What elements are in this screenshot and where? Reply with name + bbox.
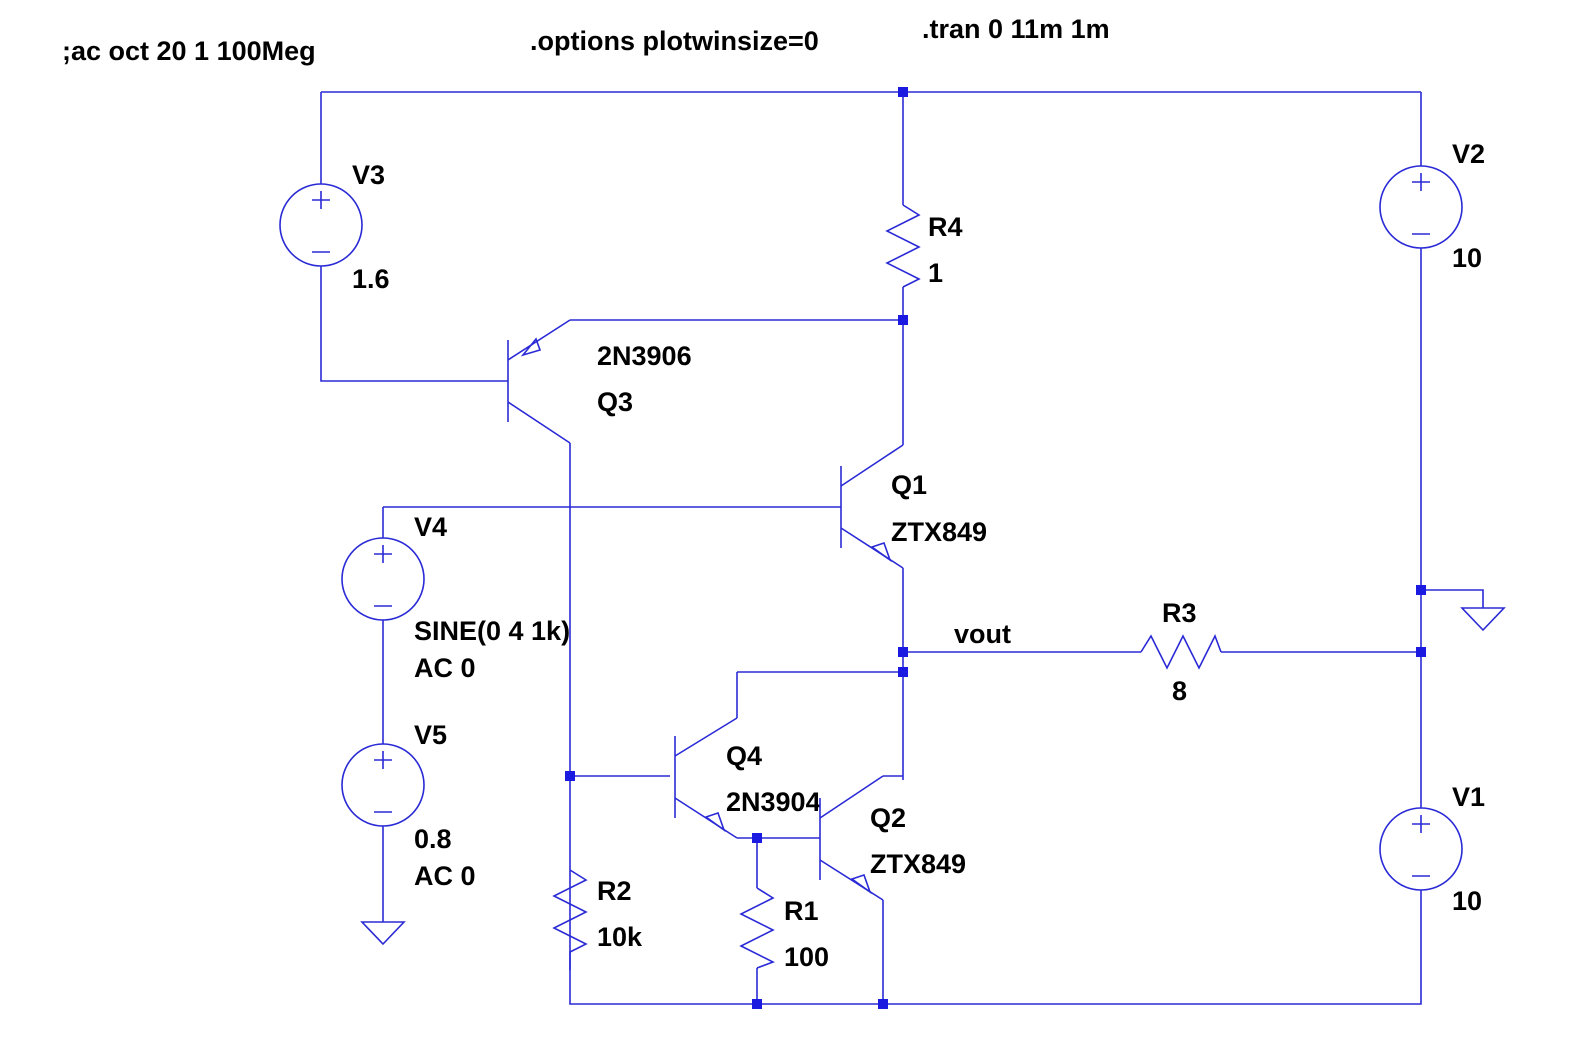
v4-value[interactable]: SINE(0 4 1k) (414, 616, 570, 646)
r1-name: R1 (784, 896, 819, 926)
resistor-r1[interactable]: R1 100 (739, 887, 829, 972)
v1-name: V1 (1452, 782, 1485, 812)
r3-value[interactable]: 8 (1172, 676, 1187, 706)
wire-gnd-right[interactable] (1421, 589, 1484, 608)
node-gnd-right[interactable] (1416, 585, 1426, 595)
q3-name: Q3 (597, 387, 633, 417)
v5-value[interactable]: 0.8 (414, 824, 452, 854)
junction-nodes (565, 87, 1426, 1009)
node-r1-bottom[interactable] (752, 999, 762, 1009)
q4-arrow-icon (704, 811, 726, 833)
transistor-q3[interactable]: 2N3906 Q3 (507, 319, 692, 444)
v4-ac[interactable]: AC 0 (414, 653, 476, 683)
r4-name: R4 (928, 212, 963, 242)
q1-model[interactable]: ZTX849 (891, 517, 987, 547)
voltage-source-v3[interactable]: V3 1.6 (279, 160, 390, 294)
v3-polarity-icon (312, 191, 330, 253)
node-q3-emitter[interactable] (898, 315, 908, 325)
v2-value[interactable]: 10 (1452, 243, 1482, 273)
q3-model[interactable]: 2N3906 (597, 341, 692, 371)
node-vout[interactable] (898, 647, 908, 657)
resistor-r4[interactable]: R4 1 (885, 204, 963, 288)
v2-polarity-icon (1412, 173, 1430, 235)
v3-value[interactable]: 1.6 (352, 264, 390, 294)
options-directive[interactable]: .options plotwinsize=0 (530, 26, 819, 56)
resistor-r2[interactable]: R2 10k (552, 869, 643, 970)
v4-name: V4 (414, 512, 447, 542)
node-q4-emitter[interactable] (752, 833, 762, 843)
wire-bottom-rail[interactable] (569, 890, 1422, 1005)
r1-value[interactable]: 100 (784, 942, 829, 972)
ac-directive[interactable]: ;ac oct 20 1 100Meg (62, 36, 316, 66)
q1-name: Q1 (891, 470, 927, 500)
r2-value[interactable]: 10k (597, 922, 643, 952)
v5-polarity-icon (374, 751, 392, 813)
transistor-q1[interactable]: Q1 ZTX849 (840, 444, 987, 569)
v2-name: V2 (1452, 139, 1485, 169)
tran-directive[interactable]: .tran 0 11m 1m (922, 14, 1110, 44)
voltage-source-v5[interactable]: V5 0.8 AC 0 (341, 720, 476, 891)
v3-name: V3 (352, 160, 385, 190)
voltage-source-v4[interactable]: V4 SINE(0 4 1k) AC 0 (341, 512, 570, 683)
net-label-vout[interactable]: vout (954, 619, 1011, 649)
ground-icon-right (1460, 607, 1506, 632)
q2-name: Q2 (870, 803, 906, 833)
v5-ac[interactable]: AC 0 (414, 861, 476, 891)
r4-value[interactable]: 1 (928, 258, 943, 288)
v1-polarity-icon (1412, 815, 1430, 877)
node-q2-emitter[interactable] (878, 999, 888, 1009)
q2-arrow-icon (850, 873, 872, 895)
q3-arrow-icon (520, 337, 542, 357)
node-top[interactable] (898, 87, 908, 97)
node-q4-base[interactable] (565, 771, 575, 781)
v1-value[interactable]: 10 (1452, 886, 1482, 916)
node-q4-collector[interactable] (898, 667, 908, 677)
transistor-q2[interactable]: Q2 ZTX849 (819, 775, 966, 901)
wire-v3-bottom[interactable] (320, 266, 508, 382)
resistor-r3[interactable]: R3 8 (1140, 598, 1222, 706)
transistor-q4[interactable]: Q4 2N3904 (674, 717, 821, 839)
v5-name: V5 (414, 720, 447, 750)
q4-model[interactable]: 2N3904 (726, 787, 821, 817)
v4-polarity-icon (374, 545, 392, 607)
q2-model[interactable]: ZTX849 (870, 849, 966, 879)
q1-arrow-icon (870, 541, 892, 563)
r3-name: R3 (1162, 598, 1197, 628)
r2-name: R2 (597, 876, 632, 906)
node-vout-right[interactable] (1416, 647, 1426, 657)
voltage-source-v1[interactable]: V1 10 (1379, 782, 1485, 916)
voltage-source-v2[interactable]: V2 10 (1379, 139, 1485, 273)
ground-icon-left (360, 921, 406, 946)
q4-name: Q4 (726, 741, 762, 771)
wires (320, 91, 1484, 1005)
